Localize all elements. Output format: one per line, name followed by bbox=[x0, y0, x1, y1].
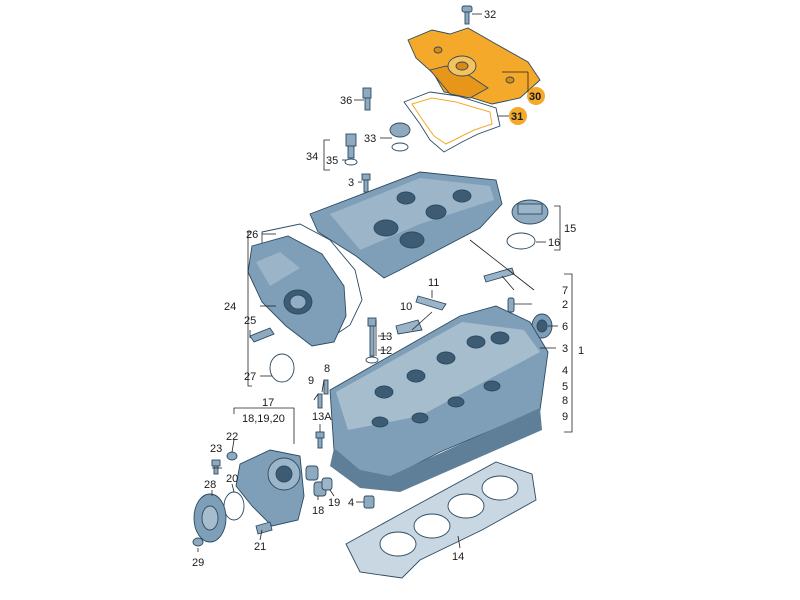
label-13A: 13A bbox=[312, 411, 332, 423]
callout-31: 31 bbox=[509, 107, 527, 125]
strip-11 bbox=[483, 267, 515, 283]
label-9-left: 9 bbox=[308, 375, 314, 387]
label-12: 12 bbox=[380, 345, 392, 357]
brackets bbox=[233, 139, 573, 444]
label-3-right: 3 bbox=[562, 343, 568, 355]
label-17: 17 bbox=[262, 397, 274, 409]
bolt-32 bbox=[461, 5, 473, 25]
pins-8-9 bbox=[317, 379, 329, 409]
label-28: 28 bbox=[204, 479, 216, 491]
label-29: 29 bbox=[192, 557, 204, 569]
label-19: 19 bbox=[328, 497, 340, 509]
screw-34 bbox=[344, 133, 358, 166]
screw-21 bbox=[255, 521, 273, 535]
callout-30: 30 bbox=[527, 87, 545, 105]
label-35: 35 bbox=[326, 155, 338, 167]
label-16: 16 bbox=[548, 237, 560, 249]
bushings-18-19 bbox=[305, 465, 333, 497]
gasket-31 bbox=[403, 91, 501, 153]
label-18-19-20: 18,19,20 bbox=[242, 413, 285, 425]
bushing-4 bbox=[363, 495, 375, 509]
bolt-13 bbox=[365, 317, 379, 364]
o-ring-20 bbox=[223, 491, 245, 521]
strip-10 bbox=[395, 295, 447, 335]
label-18: 18 bbox=[312, 505, 324, 517]
label-24: 24 bbox=[224, 301, 236, 313]
valve-cover-7 bbox=[309, 171, 503, 279]
label-2: 2 bbox=[562, 299, 568, 311]
screw-29 bbox=[192, 537, 204, 547]
label-32: 32 bbox=[484, 9, 496, 21]
oil-filler-cap-15 bbox=[506, 199, 549, 250]
label-23: 23 bbox=[210, 443, 222, 455]
label-36: 36 bbox=[340, 95, 352, 107]
labels: 32 30 31 36 33 34 35 3 26 15 16 7 11 2 1… bbox=[192, 9, 584, 569]
label-31: 31 bbox=[511, 111, 523, 123]
label-25: 25 bbox=[244, 315, 256, 327]
label-33: 33 bbox=[364, 133, 376, 145]
seal-ring-27 bbox=[269, 353, 295, 383]
label-21: 21 bbox=[254, 541, 266, 553]
label-15: 15 bbox=[564, 223, 576, 235]
label-27: 27 bbox=[244, 371, 256, 383]
label-1: 1 bbox=[578, 345, 584, 357]
label-26: 26 bbox=[246, 229, 258, 241]
label-34: 34 bbox=[306, 151, 318, 163]
leader-lines bbox=[197, 13, 558, 552]
bolt-13A bbox=[315, 431, 325, 449]
label-22: 22 bbox=[226, 431, 238, 443]
label-3-top: 3 bbox=[348, 177, 354, 189]
label-7: 7 bbox=[562, 285, 568, 297]
head-gasket-14 bbox=[345, 461, 537, 579]
label-8-left: 8 bbox=[324, 363, 330, 375]
screw-22 bbox=[226, 451, 238, 461]
pin-2 bbox=[507, 297, 515, 313]
screw-23 bbox=[211, 459, 221, 475]
disc-28 bbox=[193, 493, 227, 543]
label-11: 11 bbox=[428, 277, 439, 289]
label-6: 6 bbox=[562, 321, 568, 333]
label-14: 14 bbox=[452, 551, 464, 563]
highlighted-module-30 bbox=[407, 27, 541, 105]
label-4-right: 4 bbox=[562, 365, 568, 377]
label-5: 5 bbox=[562, 381, 568, 393]
label-30: 30 bbox=[529, 91, 541, 103]
label-9-right: 9 bbox=[562, 411, 568, 423]
label-10: 10 bbox=[400, 301, 412, 313]
plug-36 bbox=[362, 87, 372, 111]
cylinder-head-1 bbox=[329, 305, 549, 492]
screw-25 bbox=[249, 327, 275, 343]
label-8-right: 8 bbox=[562, 395, 568, 407]
bolt-3-top bbox=[361, 173, 371, 193]
camshaft-adjuster-17 bbox=[235, 449, 305, 527]
timing-cover-24 bbox=[247, 223, 363, 347]
label-13: 13 bbox=[380, 331, 392, 343]
label-4-bottom: 4 bbox=[348, 497, 354, 509]
sensor-33 bbox=[389, 122, 411, 152]
label-20: 20 bbox=[226, 473, 238, 485]
